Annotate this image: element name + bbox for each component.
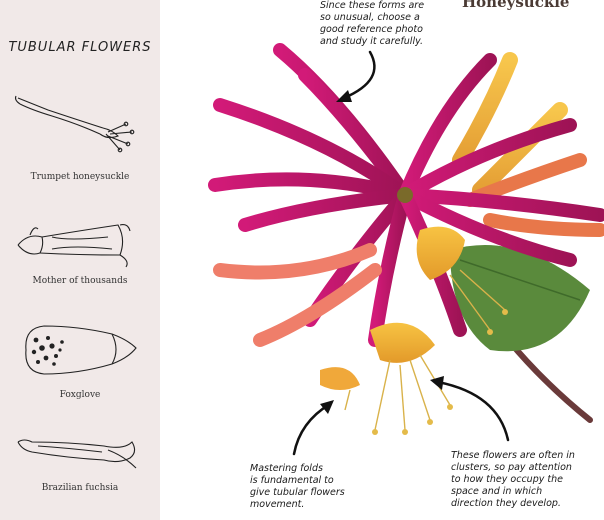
- sidebar-item-label: Mother of thousands: [32, 276, 128, 286]
- tip-note-folds: Mastering folds is fundamental to give t…: [250, 463, 345, 510]
- foxglove-sketch: [25, 325, 137, 375]
- sidebar-item-label: Trumpet honeysuckle: [30, 172, 130, 182]
- arrow-icon: [292, 400, 334, 456]
- sidebar-title: TUBULAR FLOWERS: [8, 40, 152, 55]
- trumpet-honeysuckle-sketch: [14, 95, 135, 153]
- sidebar-item-label: Brazilian fuchsia: [41, 483, 119, 493]
- tip-note-clusters: These flowers are often in clusters, so …: [451, 450, 575, 509]
- arrow-icon: [336, 50, 376, 102]
- brazilian-fuchsia-sketch: [17, 439, 137, 469]
- sidebar-item-label: Foxglove: [59, 390, 101, 400]
- honeysuckle-photo: [208, 43, 604, 435]
- page-heading: Honeysuckle: [462, 0, 570, 11]
- arrow-icon: [430, 376, 510, 442]
- mother-of-thousands-sketch: [17, 224, 131, 268]
- sidebar-panel: TUBULAR FLOWERS Trumpet honeysuckle Moth…: [0, 0, 160, 520]
- tip-note-reference: Since these forms are so unusual, choose…: [320, 0, 425, 47]
